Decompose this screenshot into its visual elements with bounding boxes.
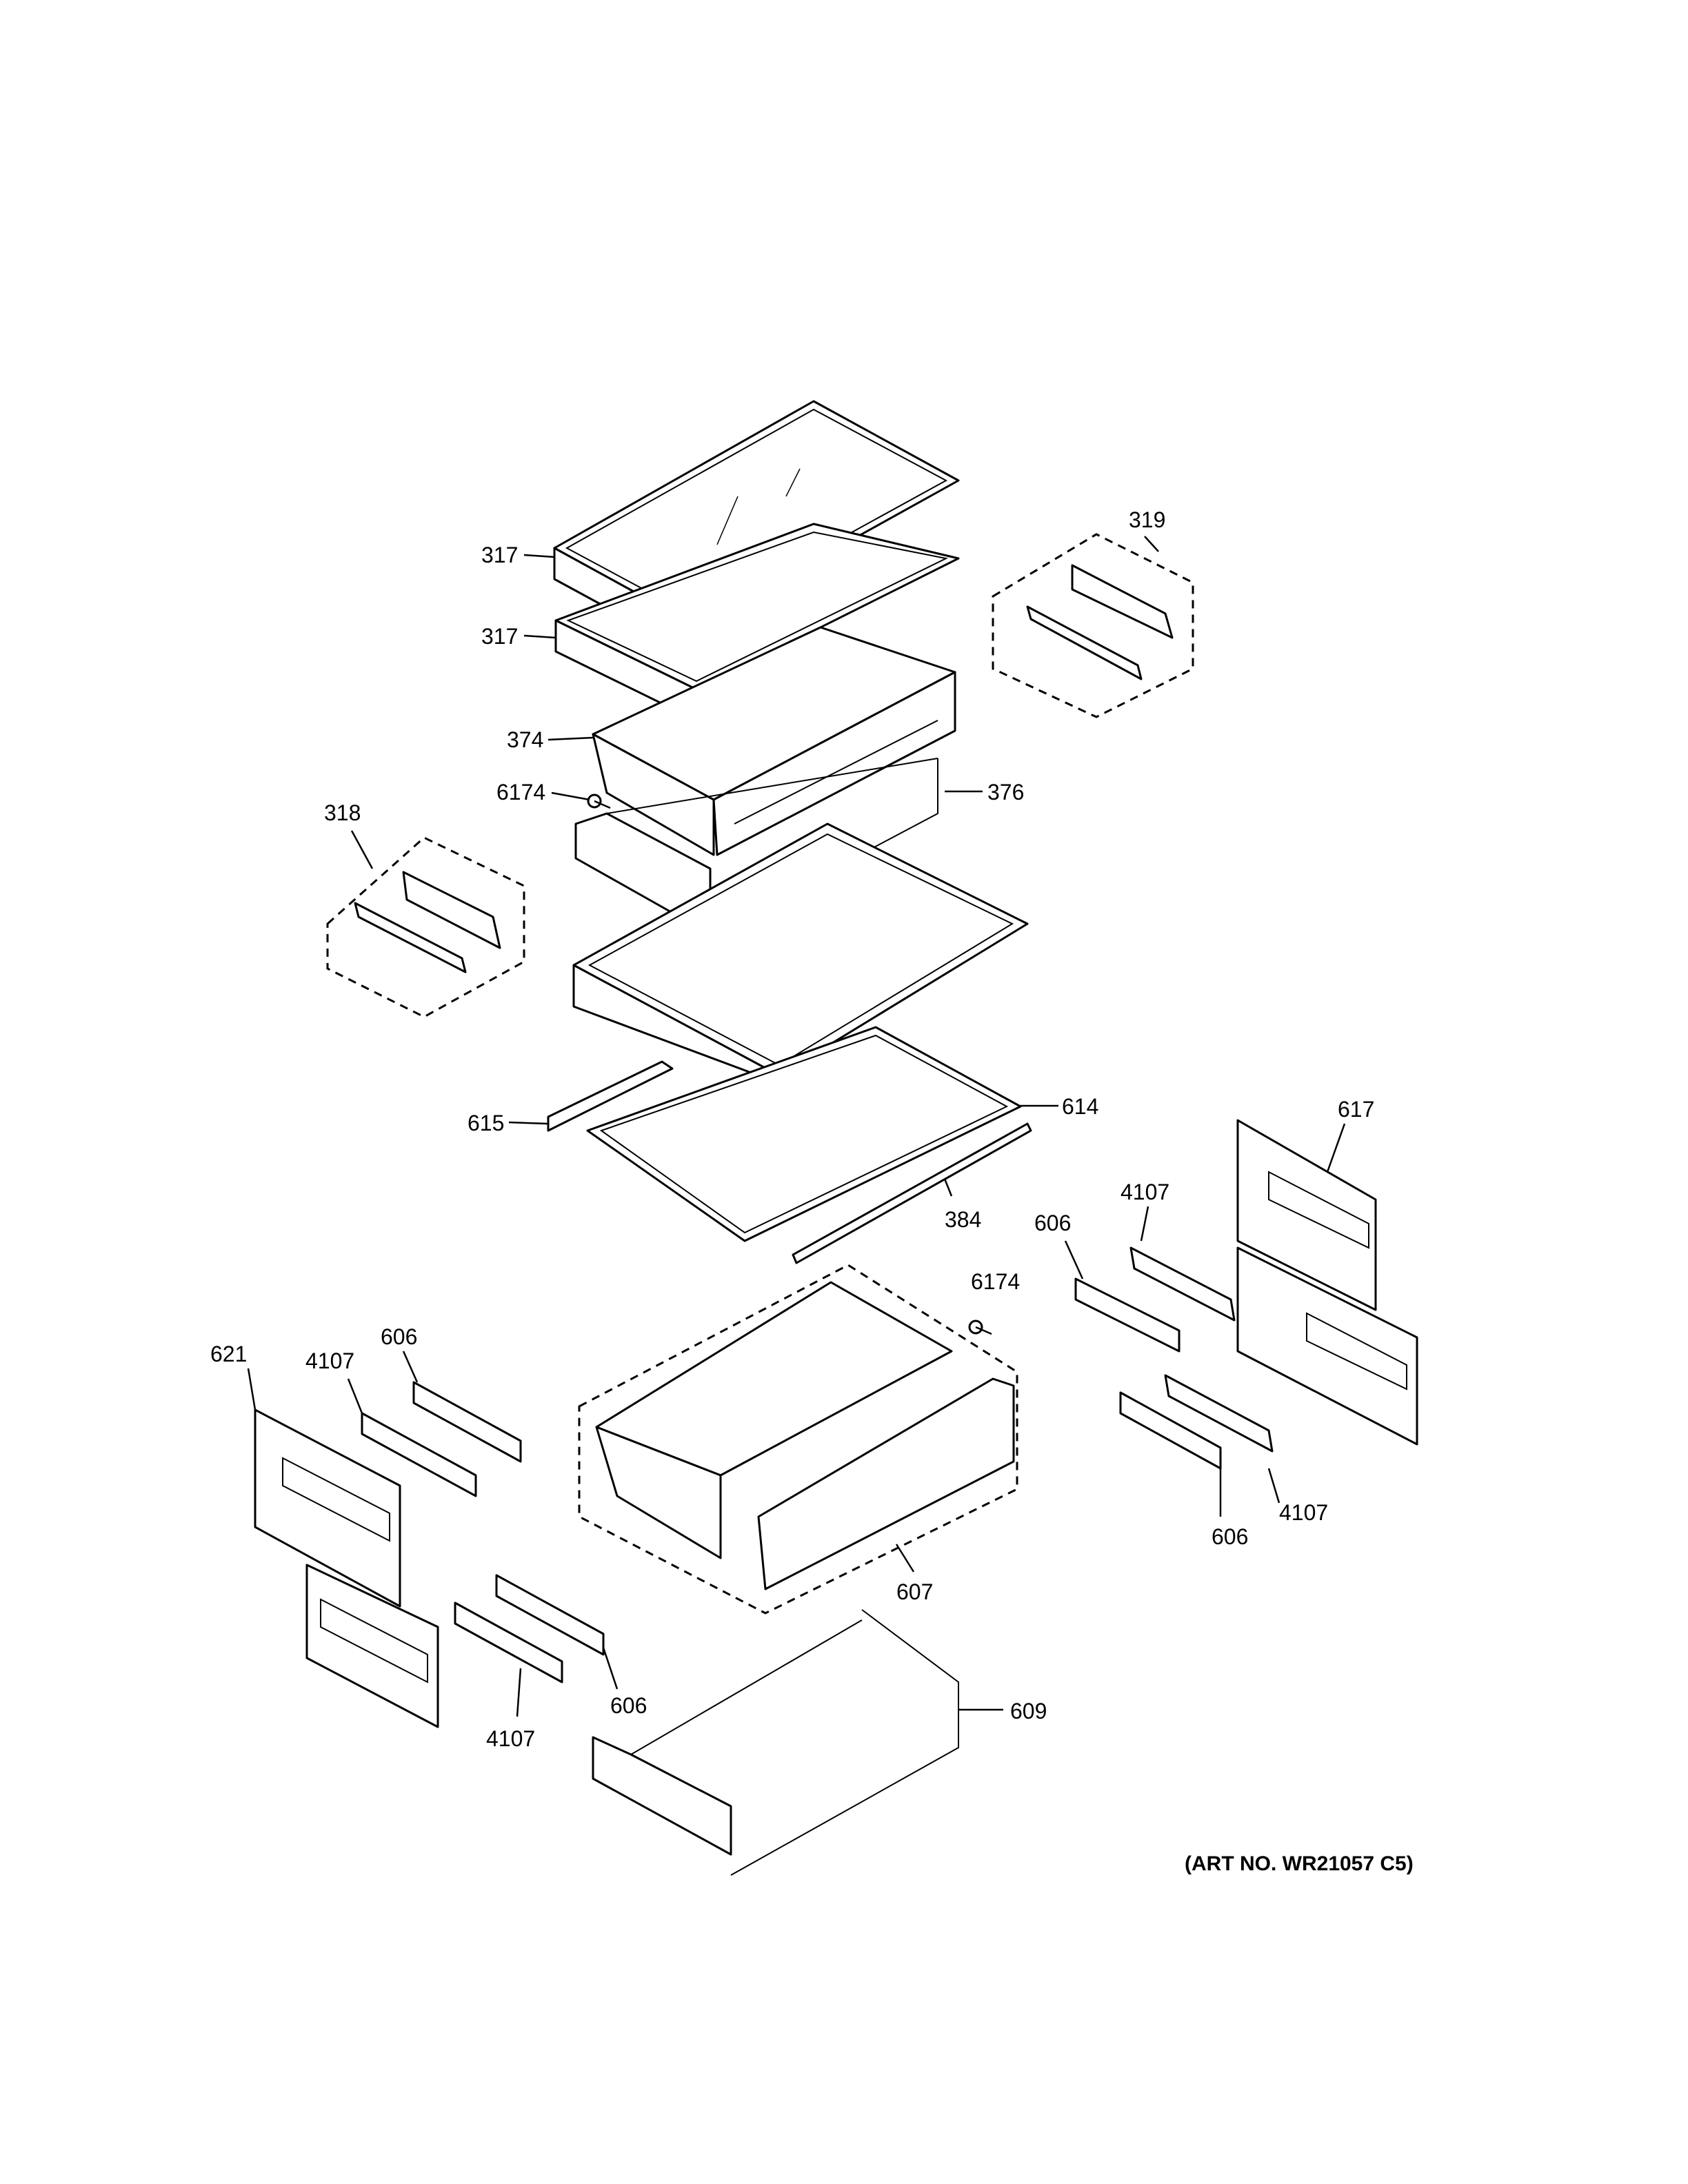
label-609: 609 bbox=[1010, 1699, 1047, 1723]
leader-lines bbox=[247, 536, 1346, 1717]
label-376: 376 bbox=[987, 780, 1024, 805]
trim-strip-615[interactable] bbox=[547, 1060, 674, 1132]
art-number: (ART NO. WR21057 C5) bbox=[1185, 1852, 1414, 1875]
label-606-left-upper: 606 bbox=[381, 1324, 417, 1349]
slide-kit-318[interactable] bbox=[326, 836, 525, 1018]
side-panel-621[interactable] bbox=[254, 1408, 439, 1728]
rail-606-right-upper[interactable] bbox=[1074, 1277, 1180, 1353]
label-615: 615 bbox=[468, 1111, 504, 1135]
label-317-upper: 317 bbox=[481, 543, 518, 567]
label-6174-lower: 6174 bbox=[971, 1269, 1020, 1294]
label-614: 614 bbox=[1062, 1094, 1098, 1119]
label-4107-right-upper: 4107 bbox=[1121, 1180, 1169, 1204]
label-606-right-lower: 606 bbox=[1212, 1524, 1248, 1549]
side-panel-617[interactable] bbox=[1236, 1119, 1418, 1446]
rail-606-left-upper[interactable] bbox=[412, 1381, 522, 1463]
slide-kit-319[interactable] bbox=[992, 533, 1194, 718]
label-4107-left-lower: 4107 bbox=[486, 1726, 535, 1751]
trim-strip-384[interactable] bbox=[792, 1122, 1032, 1264]
slide-4107-right-lower[interactable] bbox=[1164, 1374, 1274, 1453]
label-374: 374 bbox=[507, 727, 543, 752]
label-617: 617 bbox=[1338, 1097, 1374, 1122]
drawer-frame-609[interactable] bbox=[592, 1609, 959, 1876]
slide-4107-left-upper[interactable] bbox=[361, 1412, 477, 1497]
label-318: 318 bbox=[324, 800, 361, 825]
screw-upper[interactable] bbox=[587, 793, 611, 809]
label-4107-right-lower: 4107 bbox=[1279, 1500, 1328, 1525]
rail-606-left-lower[interactable] bbox=[495, 1574, 605, 1656]
slide-4107-right-upper[interactable] bbox=[1129, 1246, 1236, 1322]
slide-4107-left-lower[interactable] bbox=[454, 1601, 563, 1684]
crisper-drawer[interactable] bbox=[592, 626, 956, 856]
label-606-left-lower: 606 bbox=[610, 1693, 647, 1718]
label-621: 621 bbox=[210, 1342, 247, 1366]
glass-shelf-middle[interactable] bbox=[554, 523, 960, 722]
label-317-lower: 317 bbox=[481, 624, 518, 649]
label-384: 384 bbox=[945, 1207, 981, 1232]
screw-lower[interactable] bbox=[968, 1320, 992, 1335]
label-607: 607 bbox=[896, 1579, 933, 1604]
label-6174-upper: 6174 bbox=[496, 780, 545, 805]
label-606-right-upper: 606 bbox=[1034, 1211, 1071, 1235]
label-4107-left-upper: 4107 bbox=[305, 1348, 354, 1373]
pan-drawer-607[interactable] bbox=[578, 1264, 1018, 1615]
label-319: 319 bbox=[1129, 507, 1165, 532]
